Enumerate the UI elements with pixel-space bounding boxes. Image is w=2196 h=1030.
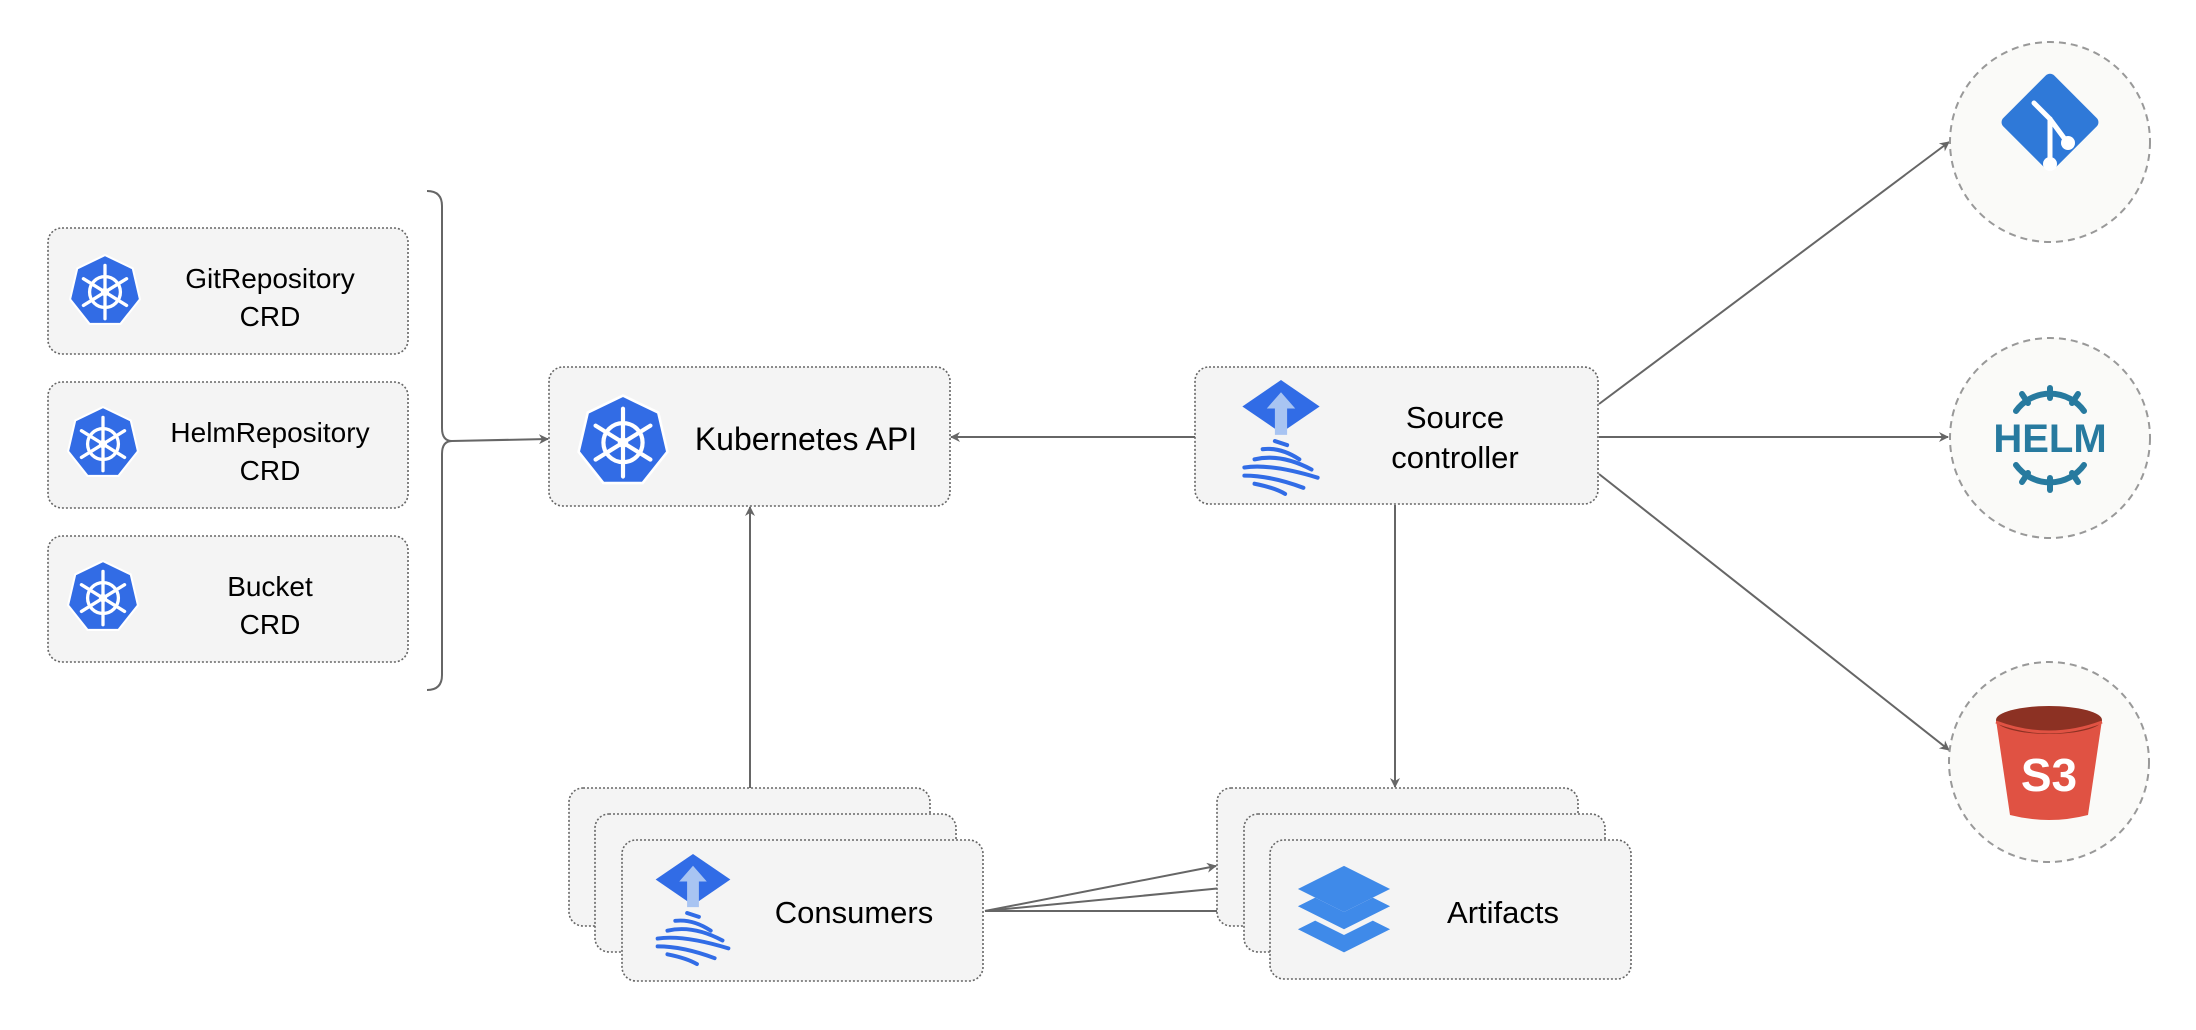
crd-bucket[interactable]: Bucket CRD (47, 535, 409, 663)
consumers-label: Consumers (775, 895, 934, 930)
edge-crds-to-kubernetes-api (451, 434, 549, 445)
crd-helmrepository[interactable]: HelmRepository CRD (47, 381, 409, 509)
edge-source-controller-to-s3 (1598, 473, 1950, 751)
helm-source[interactable]: HELM (1949, 337, 2151, 539)
edge-consumers-to-artifacts (984, 862, 1217, 912)
edge-source-controller-to-git (1598, 141, 1950, 405)
s3-bucket-icon (1995, 706, 2103, 820)
crd-label: CRD (240, 301, 301, 332)
crd-label: CRD (240, 609, 301, 640)
crd-label: GitRepository (185, 263, 355, 294)
crd-gitrepository[interactable]: GitRepository CRD (47, 227, 409, 355)
git-source[interactable] (1949, 41, 2151, 243)
consumers-node[interactable]: Consumers (568, 787, 984, 982)
artifacts-node[interactable]: Artifacts (1216, 787, 1632, 980)
artifacts-label: Artifacts (1447, 895, 1559, 930)
crd-label: CRD (240, 455, 301, 486)
helm-logo-text: HELM (1993, 417, 2106, 461)
crd-label: HelmRepository (170, 417, 369, 448)
crd-label: Bucket (227, 571, 313, 602)
s3-logo-text: S3 (2021, 749, 2077, 801)
s3-source[interactable]: S3 (1948, 661, 2150, 863)
edges (426, 141, 1950, 788)
kubernetes-api-node[interactable]: Kubernetes API (548, 366, 951, 507)
helm-icon (2013, 385, 2087, 493)
kubernetes-api-label: Kubernetes API (695, 421, 917, 457)
edge-consumers-to-artifacts (984, 881, 1244, 912)
source-controller-label: Source (1406, 400, 1504, 435)
source-controller-label: controller (1391, 440, 1519, 475)
source-controller-node[interactable]: Source controller (1194, 366, 1599, 505)
crd-brace (426, 190, 453, 691)
git-icon (2001, 73, 2099, 171)
